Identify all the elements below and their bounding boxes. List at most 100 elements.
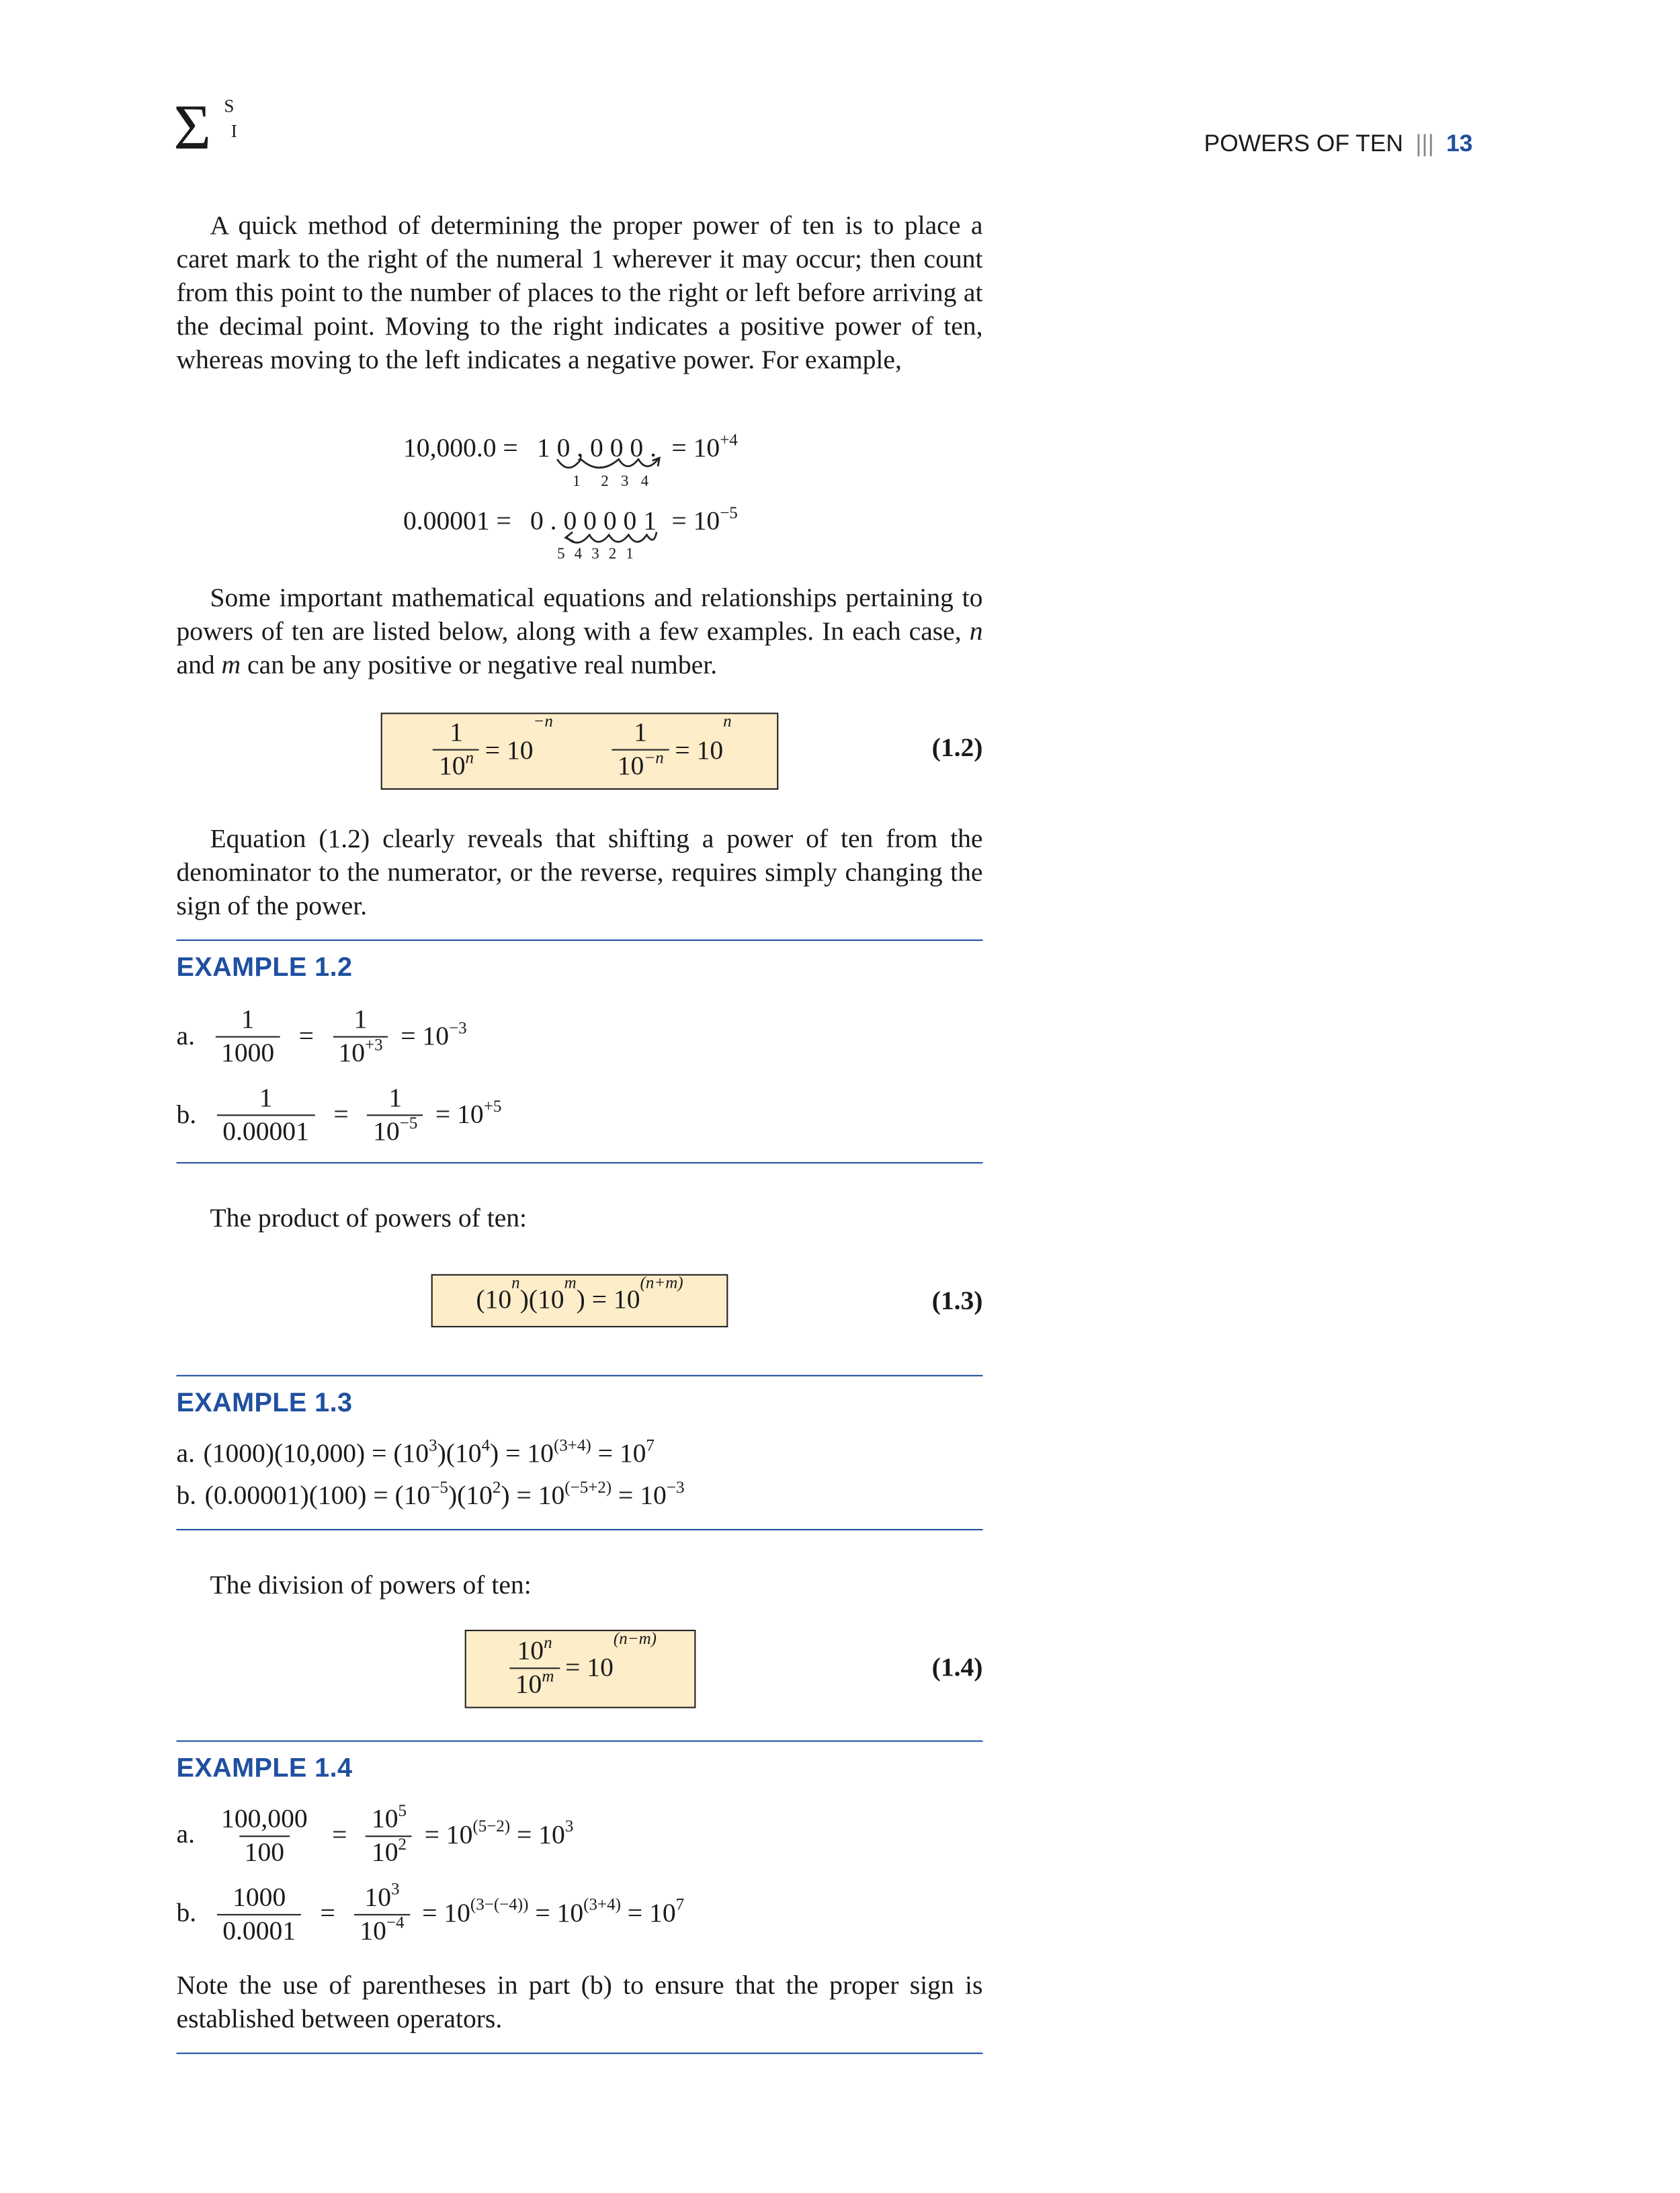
exp: 3 [429, 1435, 437, 1455]
exp: 4 [481, 1435, 491, 1455]
denominator: 10m [509, 1666, 560, 1702]
text: )(10 [448, 1481, 493, 1511]
var-n: n [969, 617, 983, 647]
equals: = 10 [675, 735, 724, 766]
text: (0.00001)(100) = (10 [204, 1481, 431, 1511]
denominator: 100 [239, 1835, 290, 1870]
demo1-exp: +4 [720, 429, 738, 450]
exp: 7 [646, 1435, 655, 1455]
denominator: 10−4 [354, 1912, 410, 1949]
base: 10 [360, 1917, 386, 1946]
equals: = [327, 1100, 355, 1130]
result: = 10 [517, 1821, 565, 1850]
divider [176, 1374, 983, 1376]
exp: (3−(−4)) [470, 1895, 529, 1915]
exp: −n [644, 747, 664, 768]
exp: n [465, 747, 474, 768]
text: )(10 [519, 1285, 564, 1315]
result: = 10 [401, 1022, 450, 1052]
equals: = 10 [485, 735, 534, 766]
base: 10 [373, 1117, 400, 1147]
equation-number-1-2: (1.2) [931, 733, 983, 763]
result: = 10 [627, 1899, 676, 1929]
denominator: 10−n [612, 747, 670, 784]
exp: −3 [666, 1477, 685, 1497]
exp: −4 [386, 1912, 405, 1932]
exp: (3+4) [583, 1895, 621, 1915]
text: )(10 [437, 1439, 482, 1469]
item-label: b. [176, 1100, 197, 1130]
result: = 10 [424, 1821, 473, 1850]
numerator: 100,000 [221, 1804, 308, 1834]
exp: −n [533, 711, 553, 731]
count: 2 [608, 546, 617, 563]
count: 1 [573, 473, 581, 491]
exp: +3 [365, 1034, 383, 1054]
numerator: 1000 [233, 1882, 286, 1912]
numerator: 1 [259, 1083, 273, 1114]
exp: (n−m) [613, 1628, 657, 1649]
separator: ||| [1415, 130, 1434, 157]
product-intro: The product of powers of ten: [210, 1204, 528, 1234]
item-label: b. [176, 1899, 197, 1929]
base: 10 [364, 1883, 391, 1913]
base: 10 [371, 1805, 398, 1835]
denominator: 10+3 [333, 1034, 388, 1071]
demo2-lhs: 0.00001 = [403, 507, 511, 536]
exp: m [564, 1272, 577, 1292]
numerator: 103 [359, 1878, 405, 1914]
divider [176, 1162, 983, 1164]
denominator: 0.00001 [216, 1114, 315, 1149]
division-intro: The division of powers of ten: [210, 1571, 532, 1601]
exp: (5−2) [472, 1816, 511, 1836]
text: and [176, 651, 215, 681]
count: 3 [591, 546, 599, 563]
exp: (3+4) [553, 1435, 591, 1455]
equals: = [313, 1899, 342, 1929]
divider [176, 1740, 983, 1742]
exp: n [723, 711, 732, 731]
exp: 2 [492, 1477, 501, 1497]
exp: −3 [449, 1018, 467, 1038]
exp: 7 [675, 1895, 685, 1915]
denominator: 1000 [215, 1036, 280, 1071]
count: 1 [626, 546, 634, 563]
text: can be any positive or negative real num… [247, 651, 718, 681]
divider [176, 2053, 983, 2055]
demo2-rhs: = 10 [671, 507, 720, 536]
base: 10 [371, 1838, 398, 1868]
demo1-counts: 1 2 3 4 [573, 473, 648, 490]
exp: 3 [390, 1878, 400, 1899]
exp: n [511, 1272, 520, 1292]
demo2-count-arrows [564, 531, 658, 544]
paragraph-2: Some important mathematical equations an… [176, 583, 982, 684]
text: = 10 [591, 1439, 646, 1469]
count: 2 [601, 473, 609, 491]
base: 10 [517, 1637, 544, 1667]
denominator: 10−5 [367, 1113, 423, 1149]
exp: m [542, 1666, 554, 1686]
exp: (n+m) [640, 1272, 683, 1292]
demo1-count-arrows [556, 456, 661, 469]
demo1-lhs: 10,000.0 = [403, 433, 518, 464]
item-label: a. [176, 1439, 195, 1469]
exp: 3 [564, 1816, 574, 1836]
example-1-3-a: a.(1000)(10,000) = (103)(104) = 10(3+4) … [176, 1435, 655, 1472]
var-m: m [221, 651, 241, 681]
running-header: POWERS OF TEN ||| 13 [1204, 130, 1473, 159]
count: 5 [557, 546, 565, 563]
exp: 2 [398, 1834, 407, 1854]
divider [176, 1528, 983, 1531]
example-1-4-heading: EXAMPLE 1.4 [176, 1754, 353, 1784]
text: Some important mathematical equations an… [176, 583, 983, 647]
page-number: 13 [1446, 130, 1473, 157]
